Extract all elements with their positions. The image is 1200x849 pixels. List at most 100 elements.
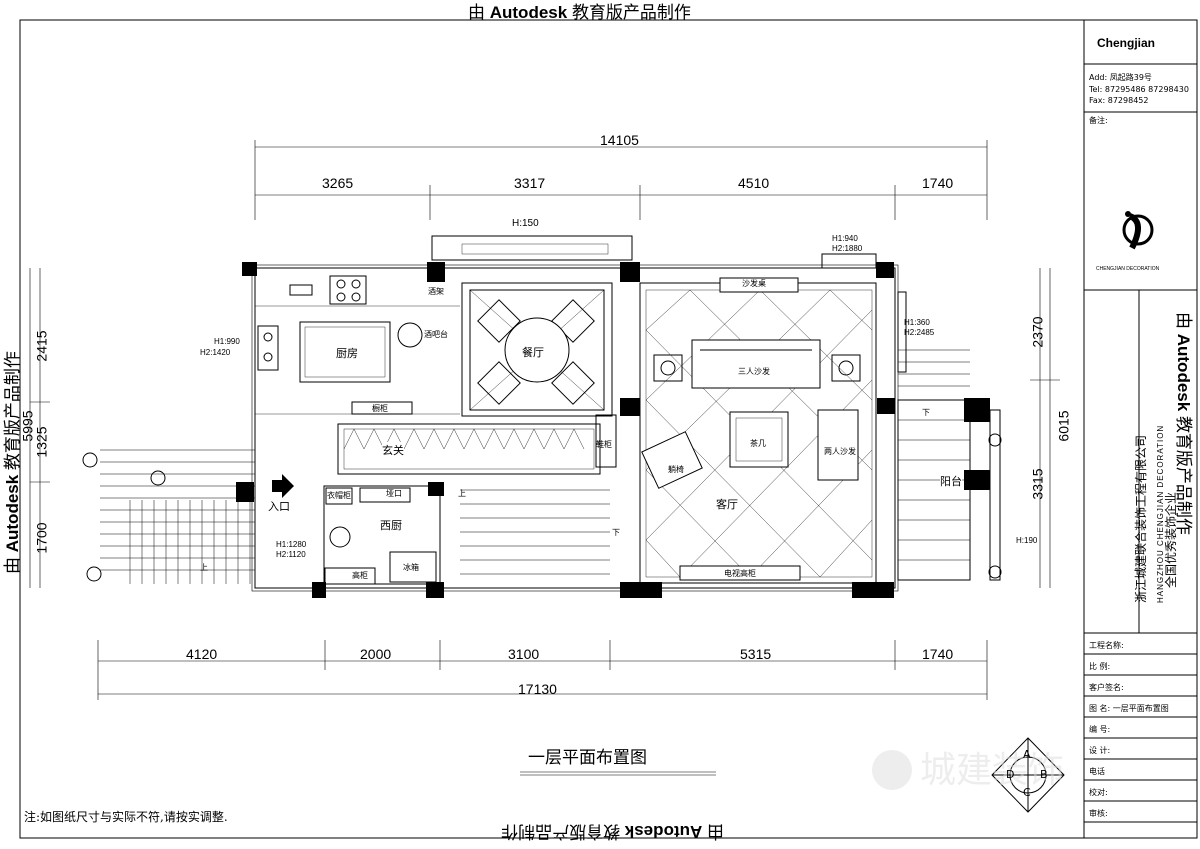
logo-caption: CHENGJIAN DECORATION	[1096, 266, 1160, 272]
room-balcony: 阳台	[940, 473, 962, 489]
room-living: 客厅	[716, 496, 738, 512]
note-h150: H:150	[512, 218, 539, 229]
entrance-label: 入口	[268, 500, 290, 513]
staircase	[100, 449, 610, 584]
dim-left-3: 1700	[33, 522, 50, 554]
title-block	[1083, 20, 1197, 838]
dim-top-total: 14105	[600, 132, 639, 148]
armchair	[641, 431, 703, 489]
note-kitchen-h1: H1:990	[214, 337, 240, 346]
two-seat-sofa	[817, 409, 859, 481]
field-designer: 设 计:	[1089, 746, 1111, 755]
dimension-lines	[29, 140, 1060, 776]
label-tv-cabinet: 电视高柜	[724, 569, 756, 578]
label-cabinet-small: 橱柜	[372, 404, 388, 413]
dim-bottom-4: 5315	[740, 646, 772, 662]
dim-bottom-2: 2000	[360, 646, 392, 662]
company-name-en: Chengjian	[1097, 36, 1156, 50]
tv-cabinet	[679, 565, 801, 581]
dim-top-2: 3317	[514, 175, 546, 191]
sheet-border	[19, 19, 1198, 839]
label-wardrobe: 衣帽柜	[327, 491, 351, 500]
watermark-logo: 城建装饰	[872, 750, 1064, 791]
note-up-left: 上	[200, 563, 208, 572]
sofa-table	[719, 277, 799, 293]
dim-top-1: 3265	[322, 175, 354, 191]
label-two-seat-sofa: 两人沙发	[824, 447, 856, 456]
label-bar-opening: 垭口	[386, 489, 402, 498]
field-number: 编 号:	[1089, 725, 1111, 734]
room-dining: 餐厅	[522, 344, 544, 360]
field-client-signature: 客户签名:	[1089, 683, 1124, 692]
dim-left-1: 2415	[33, 330, 50, 362]
tel-row: Tel: 87295486 87298430	[1089, 85, 1189, 94]
dim-left-2: 1325	[33, 426, 50, 458]
room-foyer: 玄关	[382, 442, 404, 458]
label-shoe-cabinet: 鞋柜	[596, 440, 612, 449]
dim-top-3: 4510	[738, 175, 770, 191]
note-right-h2: H2:2485	[904, 328, 935, 337]
outer-wall	[254, 267, 896, 589]
address-row: Add: 凤起路39号	[1089, 73, 1152, 82]
note-right-h1: H1:360	[904, 318, 930, 327]
note-kitchen-h2: H2:1420	[200, 348, 231, 357]
three-seat-sofa	[691, 339, 821, 389]
drawing-title: 一层平面布置图	[528, 748, 647, 768]
note-wk-h1: H1:1280	[276, 540, 307, 549]
company-slogan: 全国优秀装饰企业	[1164, 491, 1178, 588]
svg-text:城建装饰: 城建装饰	[920, 750, 1064, 791]
company-logo	[1122, 211, 1154, 250]
label-sofa-table: 沙发桌	[742, 279, 766, 288]
dim-bottom-1: 4120	[186, 646, 218, 662]
watermark-left: 由 Autodesk 教育版产品制作	[3, 351, 22, 574]
label-three-seat-sofa: 三人沙发	[738, 367, 770, 376]
label-fridge: 冰箱	[403, 563, 419, 572]
dim-right-2: 3315	[1029, 468, 1046, 500]
dim-bottom-5: 1740	[922, 646, 954, 662]
note-up-stair: 上	[458, 489, 466, 498]
drawing-note: 注:如图纸尺寸与实际不符,请按实调整.	[24, 810, 228, 824]
west-kitchen	[323, 485, 441, 585]
note-h190: H:190	[1016, 536, 1038, 545]
coffee-table	[729, 411, 789, 468]
note-down-balcony: 下	[922, 408, 930, 417]
kitchen-island	[299, 321, 391, 383]
dining-room	[461, 282, 613, 417]
remarks-label: 备注:	[1089, 116, 1108, 125]
field-review: 审核:	[1089, 809, 1108, 818]
note-wk-h2: H2:1120	[276, 550, 306, 559]
field-scale: 比 例:	[1089, 662, 1111, 671]
room-kitchen: 厨房	[336, 347, 358, 360]
watermark-bottom: 由 Autodesk 教育版产品制作	[501, 822, 724, 841]
note-window-h1: H1:940	[832, 234, 858, 243]
label-wine-rack: 酒架	[428, 287, 444, 296]
room-west-kitchen: 西厨	[380, 519, 402, 532]
dim-right-total: 6015	[1055, 410, 1072, 442]
field-project-name: 工程名称:	[1089, 641, 1124, 650]
balcony	[897, 399, 971, 581]
dim-bottom-total: 17130	[518, 681, 557, 697]
compass-d: D	[1006, 768, 1015, 781]
compass-a: A	[1023, 748, 1031, 761]
floor-plan	[82, 235, 1002, 592]
label-armchair: 躺椅	[668, 465, 684, 474]
note-down-stair: 下	[612, 528, 620, 537]
label-coffee-table: 茶几	[750, 439, 766, 448]
watermark-top: 由 Autodesk 教育版产品制作	[468, 3, 691, 22]
label-tall-cabinet: 高柜	[352, 571, 368, 580]
fax-row: Fax: 87298452	[1089, 96, 1149, 105]
dim-right-1: 2370	[1029, 316, 1046, 348]
compass-c: C	[1023, 786, 1031, 799]
company-name-cn: 浙江城建联合装饰工程有限公司	[1134, 434, 1148, 603]
foyer	[337, 423, 601, 475]
compass-symbol	[991, 737, 1065, 813]
compass-b: B	[1040, 768, 1048, 781]
dim-top-4: 1740	[922, 175, 954, 191]
field-proofread: 校对:	[1089, 788, 1108, 797]
dim-bottom-3: 3100	[508, 646, 540, 662]
note-window-h2: H2:1880	[832, 244, 863, 253]
structural-columns	[236, 262, 990, 598]
label-bar-counter: 酒吧台	[424, 330, 448, 339]
field-drawing-name: 图 名: 一层平面布置图	[1089, 704, 1169, 713]
